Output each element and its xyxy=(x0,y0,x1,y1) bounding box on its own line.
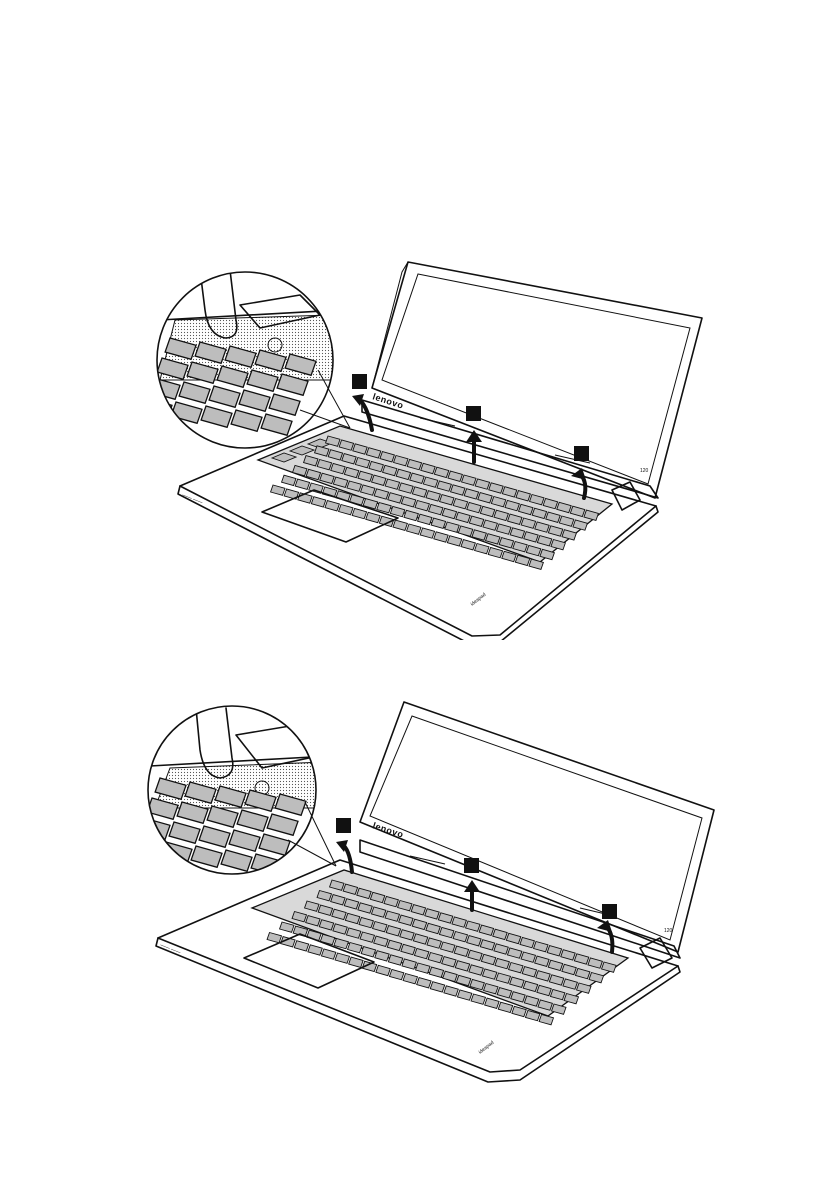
svg-text:—— ——: —— —— xyxy=(159,942,181,956)
palm-label: ideapad xyxy=(478,1040,496,1056)
laptop-illustration: lenovo 120 —— —— ideapad xyxy=(0,690,840,1100)
magnified-detail xyxy=(131,700,336,880)
callout-2 xyxy=(466,406,482,462)
model-label: 120 xyxy=(664,928,673,934)
model-label: 120 xyxy=(640,468,649,474)
magnified-detail xyxy=(141,270,350,460)
keyboard-removal-figure-2: lenovo 120 —— —— ideapad xyxy=(0,690,840,1100)
keyboard-removal-figure-1: lenovo 120 —— —— ideapad xyxy=(0,250,840,640)
svg-text:—— ——: —— —— xyxy=(181,492,203,506)
callout-2 xyxy=(464,858,480,910)
laptop-illustration: lenovo 120 —— —— ideapad xyxy=(0,250,840,640)
callout-1 xyxy=(336,818,352,872)
palm-label: ideapad xyxy=(470,592,488,608)
